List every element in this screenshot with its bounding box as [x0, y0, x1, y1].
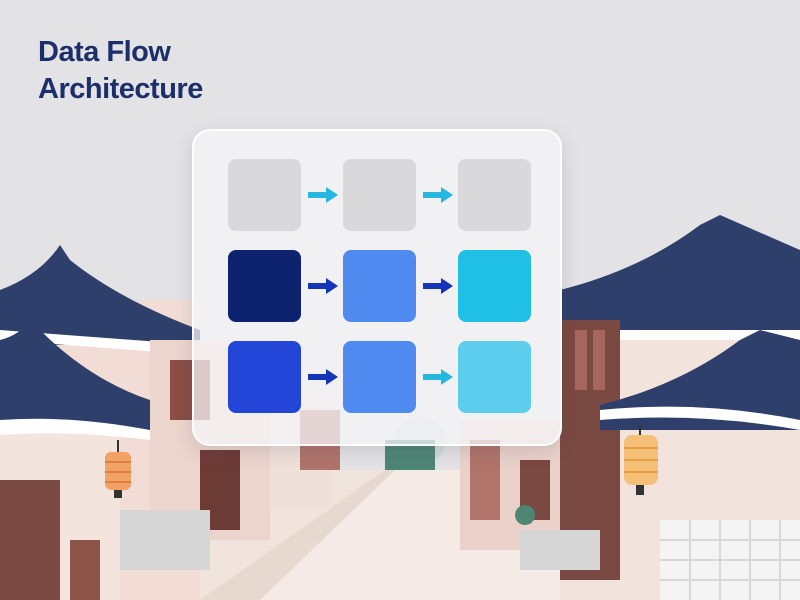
title-line-1: Data Flow — [38, 36, 171, 68]
yellow-lantern — [624, 425, 658, 495]
left-buildings — [0, 245, 340, 600]
flow-node-r1-c3 — [458, 159, 531, 231]
flow-node-r2-c1 — [228, 250, 301, 322]
flow-arrow-icon — [308, 369, 338, 385]
flow-node-r3-c3 — [458, 341, 531, 413]
flow-arrow-icon — [308, 187, 338, 203]
flow-node-r2-c2 — [343, 250, 416, 322]
flow-node-r1-c1 — [228, 159, 301, 231]
flow-arrow-icon — [423, 369, 453, 385]
flow-arrow-icon — [308, 278, 338, 294]
orange-lantern — [105, 440, 131, 498]
title-line-2: Architecture — [38, 73, 203, 105]
flow-node-r1-c2 — [343, 159, 416, 231]
page-title: Data Flow Architecture — [38, 34, 203, 108]
flow-arrow-icon — [423, 187, 453, 203]
diagram-panel — [192, 129, 562, 446]
flow-arrow-icon — [423, 278, 453, 294]
flow-node-r3-c1 — [228, 341, 301, 413]
flow-node-r3-c2 — [343, 341, 416, 413]
flow-node-r2-c3 — [458, 250, 531, 322]
